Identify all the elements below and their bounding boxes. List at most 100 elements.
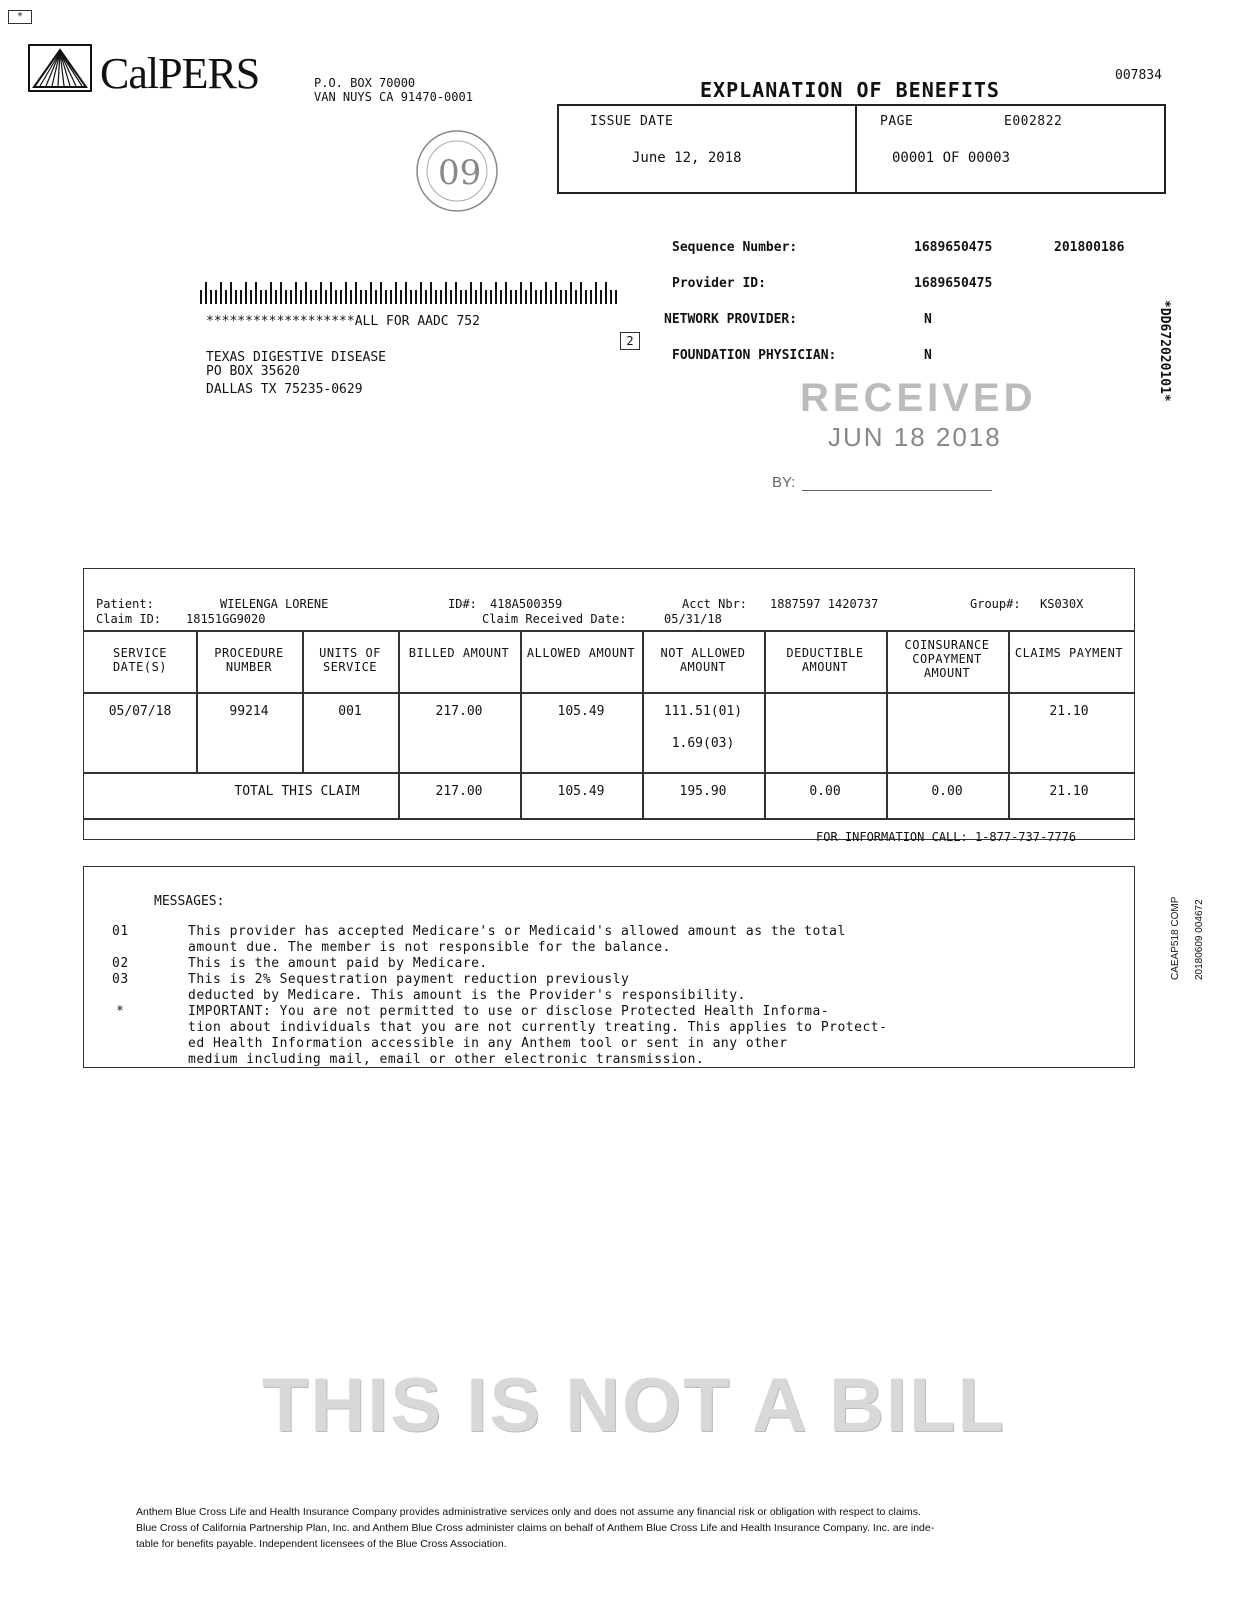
document-title: EXPLANATION OF BENEFITS — [700, 78, 1000, 102]
circular-seal-icon: 09 — [416, 130, 498, 212]
claim-col-4 — [520, 630, 522, 818]
received-stamp-text: RECEIVED — [800, 376, 1037, 420]
message-code: 02 — [112, 956, 129, 971]
postal-barcode-icon — [200, 282, 617, 304]
side-code-b: 20180609 004672 — [1194, 899, 1205, 980]
messages-box — [83, 866, 1135, 1068]
not-a-bill-banner: THIS IS NOT A BILL — [262, 1363, 1006, 1448]
claim-col-2 — [302, 630, 304, 772]
addressee-line2: TEXAS DIGESTIVE DISEASE — [206, 350, 387, 365]
claim-col-3 — [398, 630, 400, 818]
claim-rule-3 — [83, 772, 1135, 774]
received-date-label: Claim Received Date: — [482, 612, 627, 626]
addressee-line4: DALLAS TX 75235-0629 — [206, 382, 363, 397]
acct-value: 1887597 1420737 — [770, 597, 879, 611]
row-not-allowed: 111.51(01) — [663, 704, 743, 719]
sequence-label: Sequence Number: — [672, 240, 798, 255]
sequence-value2: 201800186 — [1054, 240, 1125, 255]
row-allowed: 105.49 — [557, 704, 605, 719]
message-code: 03 — [112, 972, 129, 987]
claim-rule-1 — [83, 630, 1135, 632]
row-billed: 217.00 — [435, 704, 483, 719]
message-line: This is 2% Sequestration payment reducti… — [188, 972, 630, 987]
received-stamp-date: JUN 18 2018 — [828, 422, 1002, 452]
total-allowed: 105.49 — [557, 784, 605, 799]
network-provider-value: N — [924, 312, 932, 327]
received-stamp-by: BY: — [772, 474, 796, 491]
claim-col-5 — [642, 630, 644, 818]
message-code: * — [116, 1004, 125, 1019]
vertical-document-id: *DD672020101* — [1157, 300, 1172, 402]
document-code: 007834 — [1115, 68, 1162, 83]
header-service-date: SERVICE DATE(S) — [112, 646, 168, 674]
group-label: Group#: — [970, 597, 1021, 611]
message-line: This provider has accepted Medicare's or… — [188, 924, 846, 939]
side-code-a: CAEAP518 COMP — [1170, 896, 1181, 980]
row-not-allowed-2: 1.69(03) — [671, 736, 735, 751]
provider-value: 1689650475 — [914, 276, 993, 291]
header-deductible: DEDUCTIBLE AMOUNT — [786, 646, 864, 674]
claim-col-1 — [196, 630, 198, 772]
provider-label: Provider ID: — [672, 276, 766, 291]
received-stamp: RECEIVED JUN 18 2018 BY: — [770, 372, 1033, 502]
row-procedure: 99214 — [229, 704, 269, 719]
received-date-value: 05/31/18 — [664, 612, 722, 626]
row-service-date: 05/07/18 — [108, 704, 172, 719]
row-payment: 21.10 — [1049, 704, 1089, 719]
header-not-allowed: NOT ALLOWED AMOUNT — [660, 646, 746, 674]
row-units: 001 — [338, 704, 362, 719]
page-code: E002822 — [1004, 114, 1063, 129]
acct-label: Acct Nbr: — [682, 597, 748, 611]
claim-id-value: 18151GG9020 — [186, 612, 266, 626]
foundation-physician-label: FOUNDATION PHYSICIAN: — [672, 348, 837, 363]
footer-line3: table for benefits payable. Independent … — [136, 1538, 507, 1550]
sequence-value1: 1689650475 — [914, 240, 993, 255]
claim-table — [83, 568, 1135, 840]
message-line: IMPORTANT: You are not permitted to use … — [188, 1004, 830, 1019]
stamp-signature-line — [802, 490, 992, 491]
message-code: 01 — [112, 924, 129, 939]
seal-text: 09 — [438, 153, 481, 193]
return-address-line1: P.O. BOX 70000 — [314, 76, 416, 90]
claim-col-8 — [1008, 630, 1010, 818]
addressee-line1: *******************ALL FOR AADC 752 — [206, 314, 480, 329]
message-line: ed Health Information accessible in any … — [188, 1036, 788, 1051]
total-not-allowed: 195.90 — [679, 784, 727, 799]
claim-rule-4 — [83, 818, 1135, 820]
page-of-value: 00001 OF 00003 — [892, 150, 1011, 166]
tray-number: 2 — [620, 332, 640, 350]
corner-mark: * — [8, 10, 32, 24]
network-provider-label: NETWORK PROVIDER: — [664, 312, 798, 327]
issue-box-divider — [855, 104, 857, 192]
patient-label: Patient: — [96, 597, 154, 611]
id-label: ID#: — [448, 597, 477, 611]
total-label: TOTAL THIS CLAIM — [234, 784, 360, 799]
information-call-line: FOR INFORMATION CALL: 1-877-737-7776 — [816, 830, 1077, 844]
return-address-line2: VAN NUYS CA 91470-0001 — [314, 90, 473, 104]
message-line: amount due. The member is not responsibl… — [188, 940, 671, 955]
patient-name: WIELENGA LORENE — [220, 597, 329, 611]
issue-date-label: ISSUE DATE — [590, 114, 674, 129]
issue-date-value: June 12, 2018 — [632, 150, 742, 166]
addressee-line3: PO BOX 35620 — [206, 364, 300, 379]
messages-title: MESSAGES: — [154, 894, 225, 909]
header-units: UNITS OF SERVICE — [319, 646, 381, 674]
calpers-logo-text: CalPERS — [100, 49, 260, 98]
total-billed: 217.00 — [435, 784, 483, 799]
message-line: deducted by Medicare. This amount is the… — [188, 988, 746, 1003]
message-line: tion about individuals that you are not … — [188, 1020, 888, 1035]
claim-col-6 — [764, 630, 766, 818]
total-payment: 21.10 — [1049, 784, 1089, 799]
header-billed: BILLED AMOUNT — [408, 646, 510, 660]
issue-page-box — [557, 104, 1166, 194]
header-copay: COINSURANCE COPAYMENT AMOUNT — [904, 638, 990, 680]
footer-line2: Blue Cross of California Partnership Pla… — [136, 1522, 935, 1534]
claim-col-7 — [886, 630, 888, 818]
total-copay: 0.00 — [931, 784, 963, 799]
calpers-logo-icon — [28, 44, 92, 92]
footer-line1: Anthem Blue Cross Life and Health Insura… — [136, 1506, 921, 1518]
claim-rule-2 — [83, 692, 1135, 694]
header-procedure: PROCEDURE NUMBER — [214, 646, 284, 674]
claim-id-label: Claim ID: — [96, 612, 162, 626]
id-value: 418A500359 — [490, 597, 563, 611]
